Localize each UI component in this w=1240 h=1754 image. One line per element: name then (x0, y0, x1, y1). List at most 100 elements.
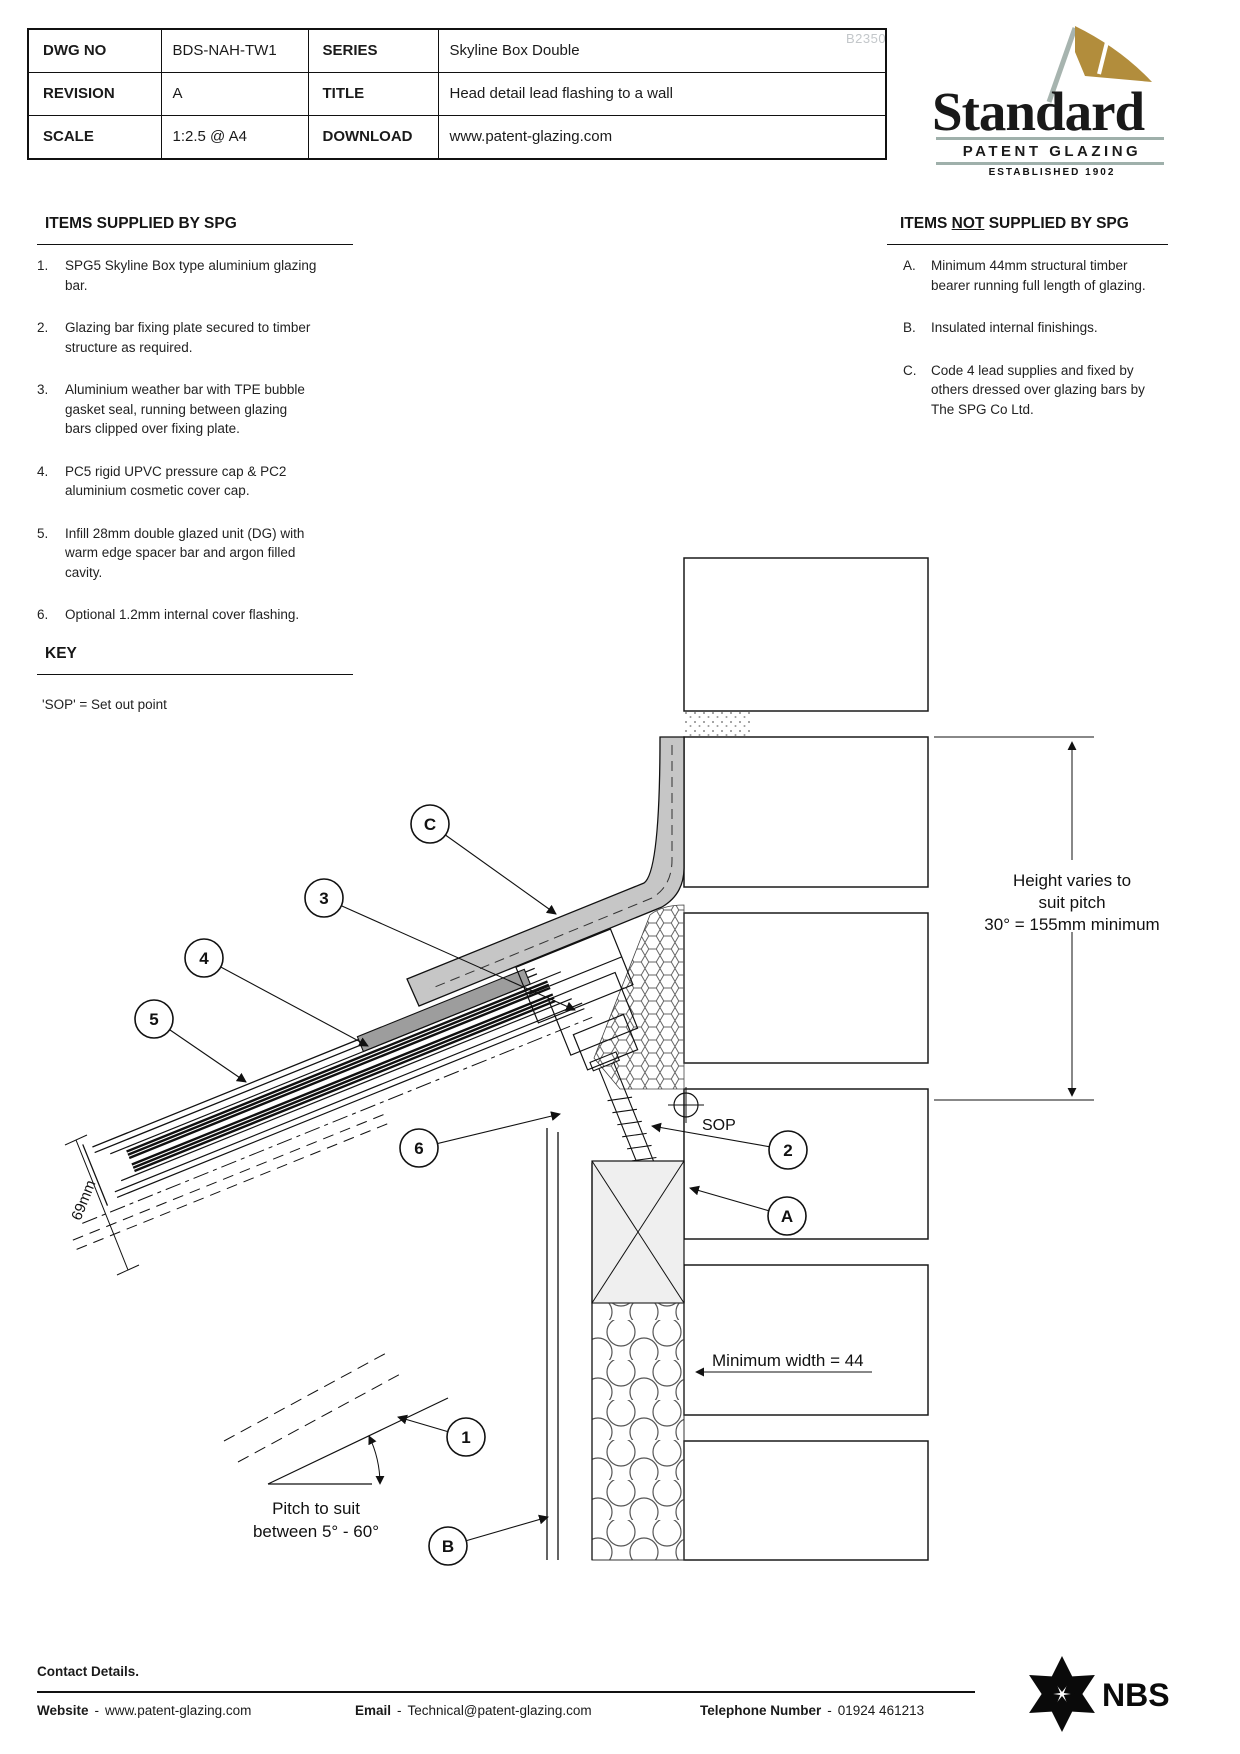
nbs-logo: NBS (1029, 1656, 1170, 1732)
item-number: 3. (37, 382, 49, 397)
callout-1: 1 (446, 1417, 486, 1457)
item-text: Minimum 44mm structural timber bearer ru… (931, 258, 1146, 293)
callout-2: 2 (768, 1130, 808, 1170)
item-text: Optional 1.2mm internal cover flashing. (65, 607, 300, 622)
item-text: Insulated internal finishings. (931, 320, 1098, 335)
list-item: 6.Optional 1.2mm internal cover flashing… (37, 605, 329, 625)
item-text: Code 4 lead supplies and fixed by others… (931, 362, 1145, 417)
item-text: SPG5 Skyline Box type aluminium glazing … (65, 258, 317, 293)
scale-value: 1:2.5 @ A4 (160, 114, 309, 160)
footer-website: Website-www.patent-glazing.com (37, 1703, 251, 1718)
item-letter: C. (903, 362, 917, 378)
callout-c: C (410, 804, 450, 844)
list-item: 1. SPG5 Skyline Box type aluminium glazin… (37, 256, 329, 295)
list-item: 2. Glazing bar fixing plate secured to ti… (37, 318, 329, 357)
callout-label: 6 (414, 1139, 423, 1158)
title-label: TITLE (307, 71, 439, 116)
item-text: PC5 rigid UPVC pressure cap & PC2 alumin… (65, 463, 287, 499)
callout-label: C (424, 815, 436, 834)
footer-email: Email-Technical@patent-glazing.com (355, 1703, 592, 1718)
pitch-label-line2: between 5° - 60° (253, 1522, 379, 1541)
separator: - (827, 1703, 832, 1718)
list-item: A. Minimum 44mm structural timber bearer … (887, 256, 1167, 295)
min-width-label: Minimum width = 44 (712, 1351, 864, 1370)
key-entry: 'SOP' = Set out point (42, 697, 167, 712)
logo-subtitle: PATENT GLAZING (963, 143, 1141, 160)
callout-label: 3 (319, 889, 328, 908)
email-value[interactable]: Technical@patent-glazing.com (407, 1703, 592, 1718)
title-block: DWG NO BDS-NAH-TW1 SERIES Skyline Box Do… (27, 28, 887, 160)
revision-label: REVISION (27, 71, 162, 116)
cavity-insulation (593, 904, 685, 1090)
callout-label: 5 (149, 1010, 158, 1029)
phone-label: Telephone Number (700, 1703, 822, 1718)
item-number: 2. (37, 320, 49, 335)
not-supplied-heading: ITEMS NOT SUPPLIED BY SPG (887, 215, 1168, 245)
logo-flag (1075, 26, 1152, 82)
item-number: 4. (37, 463, 49, 479)
email-label: Email (355, 1703, 392, 1718)
company-logo: Standard PATENT GLAZING ESTABLISHED 1902 (932, 26, 1164, 176)
dwg-no-value: BDS-NAH-TW1 (160, 28, 309, 73)
item-number: 1. (37, 258, 49, 273)
callout-4: 4 (184, 938, 224, 978)
callout-6: 6 (399, 1128, 439, 1168)
heading-part: ITEMS (900, 215, 952, 232)
separator: - (94, 1703, 100, 1718)
download-label: DOWNLOAD (307, 114, 439, 160)
callout-label: 4 (199, 949, 209, 968)
separator: - (397, 1703, 402, 1718)
list-item: B. Insulated internal finishings. (887, 318, 1167, 338)
item-text: Aluminium weather bar with TPE bubble ga… (65, 382, 305, 436)
logo-rule-bottom (936, 162, 1164, 165)
download-value[interactable]: www.patent-glazing.com (437, 114, 887, 160)
nbs-flower-icon (1029, 1656, 1095, 1732)
height-dimension (934, 736, 1094, 1101)
item-text: Infill 28mm double glazed unit (DG) with… (65, 525, 305, 580)
wall-section (683, 557, 929, 1561)
weather-bar-head (515, 928, 639, 1071)
flag-pole (1046, 27, 1078, 103)
dwg-no-label: DWG NO (27, 28, 162, 73)
sop-label: SOP (702, 1117, 736, 1134)
logo-rule-top (936, 137, 1164, 140)
contact-details-heading: Contact Details. (37, 1664, 140, 1679)
pitch-label-line1: Pitch to suit (272, 1499, 360, 1518)
heading-not: NOT (951, 215, 985, 232)
item-letter: A. (903, 258, 916, 273)
callout-label: B (442, 1537, 454, 1556)
phone-value: 01924 461213 (837, 1703, 925, 1718)
nbs-text: NBS (1102, 1677, 1170, 1713)
height-dim-line1: Height varies to (1013, 871, 1131, 890)
item-text: Glazing bar fixing plate secured to timb… (65, 320, 311, 355)
supplied-heading: ITEMS SUPPLIED BY SPG (37, 215, 353, 245)
callout-label: 1 (461, 1428, 470, 1447)
lead-flashing (406, 736, 685, 1007)
item-letter: B. (903, 320, 916, 335)
scale-label: SCALE (27, 114, 162, 160)
quilt-insulation (591, 1302, 685, 1561)
timber-bearer (591, 1160, 685, 1304)
key-heading: KEY (37, 645, 353, 675)
callout-circles: C 3 4 5 2 A 6 1 B (134, 804, 808, 1566)
callout-3: 3 (304, 878, 344, 918)
bar-depth-dimension (64, 1134, 140, 1276)
callout-a: A (767, 1196, 807, 1236)
callout-5: 5 (134, 999, 174, 1039)
sop-marker (668, 1087, 704, 1123)
website-value[interactable]: www.patent-glazing.com (105, 1703, 252, 1718)
double-glazed-unit (126, 980, 556, 1173)
pitch-indicator (223, 1350, 449, 1485)
list-item: 3. Aluminium weather bar with TPE bubble … (37, 380, 329, 439)
item-number: 5. (37, 525, 49, 541)
callout-label: 2 (783, 1141, 792, 1160)
internal-finishings (546, 1128, 593, 1560)
revision-value: A (160, 71, 309, 116)
logo-established: ESTABLISHED 1902 (989, 167, 1116, 176)
title-value: Head detail lead flashing to a wall (437, 71, 887, 116)
lead-flashing-hidden-edge (429, 745, 673, 990)
bar-depth-label: 69mm (68, 1178, 99, 1223)
mortar-joint-flashing (684, 712, 752, 736)
flag-notch (1097, 37, 1110, 75)
